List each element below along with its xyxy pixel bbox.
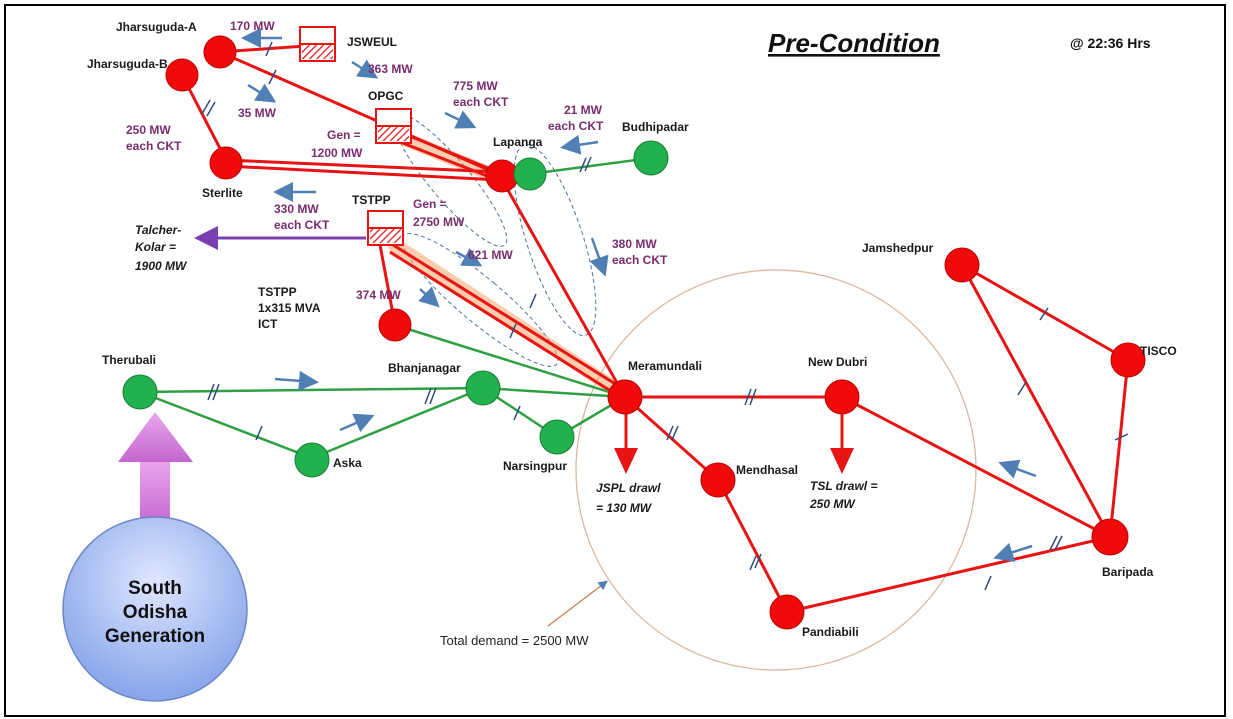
gen-label-2750-1: Gen = [413,197,447,211]
node-mendhasal [700,462,736,498]
gen-label-1200-1: Gen = [327,128,361,142]
label-jharsuguda-b: Jharsuguda-B [87,57,168,71]
flow-label-380-1: 380 MW [612,237,657,251]
tstpp-generator-icon [367,210,404,246]
tsl-drawl-label-1: TSL drawl = [810,479,877,493]
flow-label-775-1: 775 MW [453,79,498,93]
node-jharsuguda-b [165,58,199,92]
label-tstpp-ict-1: TSTPP [258,285,297,299]
flow-label-35: 35 MW [238,106,277,120]
label-aska: Aska [333,456,362,470]
label-mendhasal: Mendhasal [736,463,798,477]
gen-label-2750-2: 2750 MW [413,215,465,229]
flow-label-363: 363 MW [368,62,413,76]
label-jharsuguda-a: Jharsuguda-A [116,20,197,34]
label-tstpp-ict-3: ICT [258,317,278,331]
label-baripada: Baripada [1102,565,1154,579]
flow-arrows [241,28,1037,562]
node-meramundali [607,379,643,415]
talcher-kolar-label-3: 1900 MW [135,259,188,273]
drawl-arrows [614,410,854,474]
demand-area-circle [575,269,977,671]
diagram-frame [4,4,1226,717]
node-tisco [1110,342,1146,378]
label-therubali: Therubali [102,353,156,367]
label-opgc: OPGC [368,89,404,103]
flow-label-380-2: each CKT [612,253,668,267]
total-demand-label: Total demand = 2500 MW [440,633,589,648]
flow-label-250-2: each CKT [126,139,182,153]
label-pandiabili: Pandiabili [802,625,859,639]
node-tstpp-ict [378,308,412,342]
flow-label-775-2: each CKT [453,95,509,109]
gen-label-1200-2: 1200 MW [311,146,363,160]
flow-label-330-2: each CKT [274,218,330,232]
tsl-drawl-label-2: 250 MW [809,497,856,511]
jspl-drawl-label-2: = 130 MW [596,501,653,515]
node-new-dubri [824,379,860,415]
demand-pointer-arrow [547,580,608,627]
page-title: Pre-Condition [768,28,940,58]
label-tstpp-ict-2: 1x315 MVA [258,301,321,315]
node-narsingpur [539,419,575,455]
node-budhipadar [633,140,669,176]
node-lapanga-400 [485,159,519,193]
flow-label-621: 621 MW [468,248,513,262]
flow-label-374: 374 MW [356,288,401,302]
label-lapanga: Lapanga [493,135,543,149]
label-jsweul: JSWEUL [347,35,397,49]
node-sterlite [209,146,243,180]
flow-label-330-1: 330 MW [274,202,319,216]
talcher-kolar-label-2: Kolar = [135,240,176,254]
flow-label-21-2: each CKT [548,119,604,133]
flow-label-170: 170 MW [230,19,275,33]
label-tstpp: TSTPP [352,193,391,207]
label-new-dubri: New Dubri [808,355,867,369]
south-odisha-label-3: Generation [105,626,205,647]
node-jharsuguda-a [203,35,237,69]
label-meramundali: Meramundali [628,359,702,373]
label-tisco: TISCO [1140,344,1177,358]
corridor-ellipse-lapanga [513,144,597,336]
south-odisha-label-1: South [128,578,182,599]
label-jamshedpur: Jamshedpur [862,241,934,255]
label-bhanjanagar: Bhanjanagar [388,361,461,375]
time-stamp: @ 22:36 Hrs [1070,35,1151,51]
node-baripada [1091,518,1129,556]
jspl-drawl-label-1: JSPL drawl [596,481,661,495]
opgc-generator-icon [375,108,412,144]
south-odisha-arrow-body [140,460,170,526]
circuit-ticks [201,41,1129,591]
node-lapanga-220 [513,157,547,191]
label-narsingpur: Narsingpur [503,459,567,473]
south-odisha-generation-circle [62,516,248,702]
flow-label-21-1: 21 MW [564,103,603,117]
node-aska [294,442,330,478]
south-odisha-arrow-head [118,412,193,462]
flow-label-250-1: 250 MW [126,123,171,137]
node-jamshedpur [944,247,980,283]
jsweul-generator-icon [299,26,336,62]
node-pandiabili [769,594,805,630]
south-odisha-label-2: Odisha [123,602,188,623]
node-bhanjanagar [465,370,501,406]
node-therubali [122,374,158,410]
label-budhipadar: Budhipadar [622,120,689,134]
lines-400kv [180,43,1130,614]
label-sterlite: Sterlite [202,186,243,200]
talcher-kolar-label-1: Talcher- [135,223,181,237]
substation-nodes [122,35,1146,630]
